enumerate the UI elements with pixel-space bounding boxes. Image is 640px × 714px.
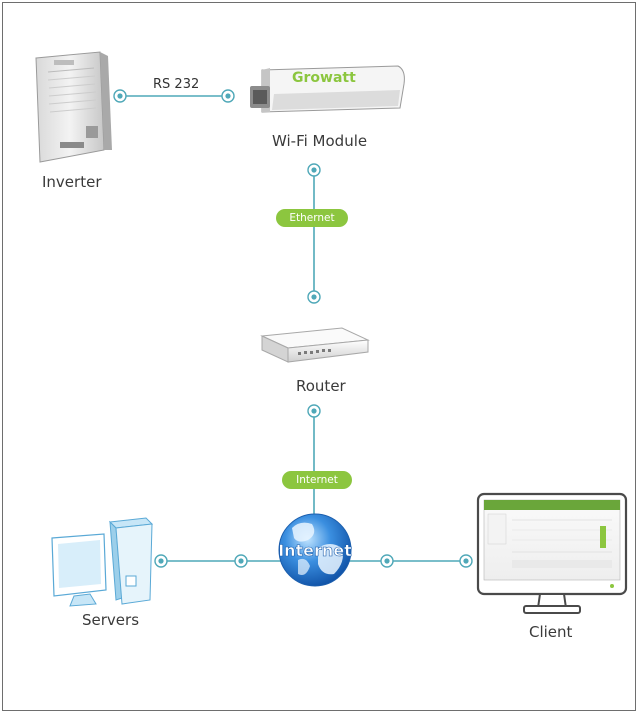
servers-label: Servers bbox=[82, 611, 140, 629]
internet-pill: Internet bbox=[282, 471, 352, 489]
router-icon bbox=[260, 327, 370, 363]
client-label: Client bbox=[529, 623, 573, 641]
connector-marker bbox=[234, 554, 248, 568]
inverter-label: Inverter bbox=[42, 173, 102, 191]
internet-globe-icon: Internet bbox=[278, 513, 352, 587]
connector-marker bbox=[307, 163, 321, 177]
connector-marker bbox=[459, 554, 473, 568]
wifi-module-icon: Growatt bbox=[250, 65, 405, 113]
connector-marker bbox=[154, 554, 168, 568]
router-label: Router bbox=[296, 377, 346, 395]
connector-marker bbox=[380, 554, 394, 568]
growatt-logo-text: Growatt bbox=[292, 70, 356, 86]
connector-marker bbox=[113, 89, 127, 103]
rs232-label: RS 232 bbox=[153, 77, 200, 92]
ethernet-pill: Ethernet bbox=[276, 209, 348, 227]
inverter-icon bbox=[35, 51, 112, 163]
servers-icon bbox=[51, 517, 154, 607]
wifi-module-label: Wi-Fi Module bbox=[272, 132, 368, 150]
connector-marker bbox=[307, 404, 321, 418]
connector-marker bbox=[221, 89, 235, 103]
client-monitor-icon bbox=[476, 492, 628, 614]
connector-marker bbox=[307, 290, 321, 304]
internet-globe-label: Internet bbox=[278, 541, 352, 560]
